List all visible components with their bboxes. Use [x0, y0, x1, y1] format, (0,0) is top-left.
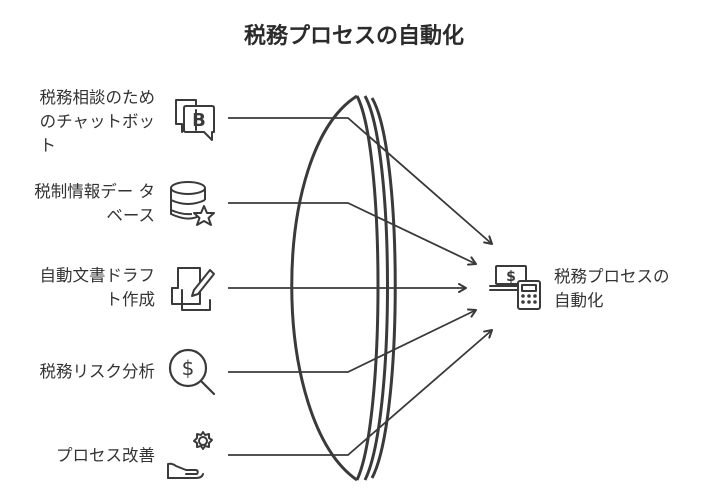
arrow-3: [228, 308, 477, 373]
lens-outer: [290, 94, 358, 482]
money-calculator-icon: $: [489, 265, 541, 310]
gear-hand-icon: [167, 431, 213, 479]
lens-inner: [355, 95, 380, 481]
input-label-database: 税制情報デー タ ベース: [34, 182, 155, 225]
diagram-title: 税務プロセスの自動化: [243, 24, 464, 49]
input-label-risk: 税務リスク分析: [39, 362, 156, 381]
dollar-magnifier-icon: $: [168, 348, 216, 396]
svg-text:$: $: [506, 269, 516, 285]
svg-text:$: $: [182, 356, 195, 380]
output-label: 税務プロセスの 自動化: [554, 267, 670, 310]
chatbot-bitcoin-icon: B: [175, 99, 215, 141]
lens-band-1: [363, 95, 389, 481]
database-star-icon: [170, 181, 215, 226]
input-label-improvement: プロセス改善: [56, 446, 155, 465]
arrows: [228, 117, 493, 456]
arrow-4: [228, 329, 493, 456]
arrow-0: [228, 117, 493, 245]
arrow-1: [228, 202, 477, 266]
svg-text:B: B: [192, 110, 206, 131]
document-pen-icon: [171, 267, 215, 311]
input-label-drafting: 自動文書ドラフ ト作成: [39, 266, 156, 309]
input-label-chatbot: 税務相談のため のチャットボッ ト: [39, 88, 156, 155]
lens: [290, 94, 397, 482]
lens-band-2: [370, 97, 397, 479]
